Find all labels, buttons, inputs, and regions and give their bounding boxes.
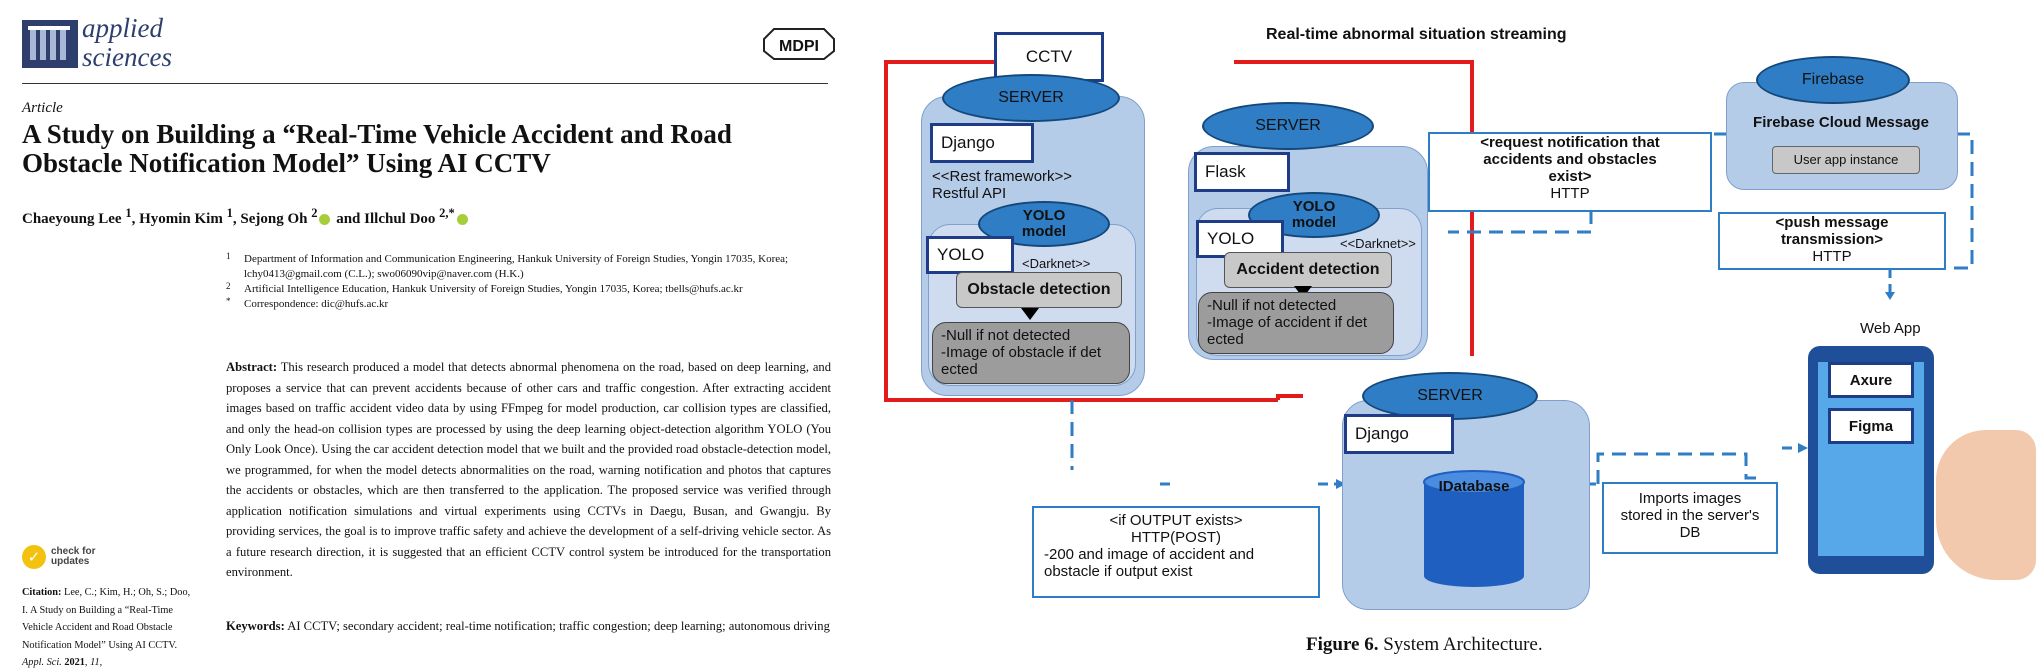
author-name: Sejong Oh [240,211,308,227]
obstacle-result: -Null if not detected -Image of obstacle… [932,322,1130,384]
checkmark-icon: ✓ [22,545,46,569]
publisher-name: MDPI [779,38,819,55]
correspondence: * Correspondence: dic@hufs.ac.kr [226,296,389,310]
server3-label: SERVER [1362,372,1538,420]
server3-framework: Django [1344,414,1454,454]
cctv-box: CCTV [994,32,1104,82]
darknet-label: <Darknet>> [1022,256,1091,271]
firebase-label: Firebase [1756,56,1910,104]
orcid-icon[interactable] [456,214,468,226]
accident-result: -Null if not detected -Image of accident… [1198,292,1394,354]
darknet-label: <<Darknet>> [1340,236,1416,251]
abstract: Abstract: This research produced a model… [226,357,831,583]
citation: Citation: Lee, C.; Kim, H.; Oh, S.; Doo,… [22,587,191,668]
web-app-label: Web App [1860,320,1921,337]
author-list: Chaeyoung Lee 1, Hyomin Kim 1, Sejong Oh… [22,206,470,228]
author-name: Chaeyoung Lee [22,211,122,227]
keywords-label: Keywords: [226,619,285,633]
request-notification-note: <request notification that accidents and… [1428,132,1712,212]
journal-name-line2: sciences [82,42,172,72]
yolo-box: YOLO [1196,220,1284,258]
firebase-cloud-message: Firebase Cloud Message [1753,114,1929,131]
author-name: Illchul Doo [364,211,436,227]
keywords-text: AI CCTV; secondary accident; real-time n… [287,619,830,633]
rest-framework-label: <<Rest framework>> Restful API [932,168,1073,202]
figure-caption: Figure 6. System Architecture. [1306,634,1543,656]
server1-label: SERVER [942,74,1120,122]
obstacle-detection-box: Obstacle detection [956,272,1122,308]
database-label: IDatabase [1438,478,1510,495]
citation-label: Citation: [22,587,62,598]
journal-logo-icon [22,20,78,68]
abstract-text: This research produced a model that dete… [226,360,832,579]
keywords: Keywords: AI CCTV; secondary accident; r… [226,616,831,637]
header-rule [22,83,828,84]
system-architecture-figure: Real-time abnormal situation streaming C… [876,0,2038,667]
mdpi-logo-icon: MDPI [763,28,835,60]
push-message-note: <push message transmission> HTTP [1718,212,1946,270]
paper-page: applied sciences MDPI Article A Study on… [0,0,850,668]
paper-title: A Study on Building a “Real-Time Vehicle… [22,119,732,178]
author-name: Hyomin Kim [139,211,223,227]
user-app-instance: User app instance [1772,146,1920,174]
author-affil: 2 [311,206,318,220]
down-arrow-icon [1021,308,1039,320]
author-affil: 1 [226,206,233,220]
server2-framework: Flask [1194,152,1290,192]
axure-button: Axure [1828,362,1914,398]
author-affil: 1 [125,206,132,220]
connector-lines [884,60,1974,489]
hand-icon [1936,430,2036,580]
server2-label: SERVER [1202,102,1374,150]
journal-name: applied sciences [82,14,172,72]
orcid-icon[interactable] [319,214,331,226]
author-affil: 2,* [439,206,455,220]
output-http-note: <if OUTPUT exists> HTTP(POST) -200 and i… [1032,506,1320,598]
database-icon [1422,470,1526,588]
figure-header: Real-time abnormal situation streaming [1266,26,1567,43]
article-type: Article [22,100,63,116]
affiliation-item: 1 Department of Information and Communic… [226,251,789,280]
figure-caption-label: Figure 6. [1306,634,1379,655]
affiliations: 1 Department of Information and Communic… [226,251,846,312]
yolo-box: YOLO [926,236,1014,274]
affiliation-item: 2 Artificial Intelligence Education, Han… [226,281,743,295]
check-for-updates-button[interactable]: ✓ check for updates [22,545,95,569]
figma-button: Figma [1828,408,1914,444]
imports-images-note: Imports images stored in the server's DB [1602,482,1778,554]
journal-name-line1: applied [82,13,163,43]
server1-framework: Django [930,123,1034,163]
accident-detection-box: Accident detection [1224,252,1392,288]
figure-caption-text: System Architecture. [1383,634,1543,655]
abstract-label: Abstract: [226,360,278,374]
